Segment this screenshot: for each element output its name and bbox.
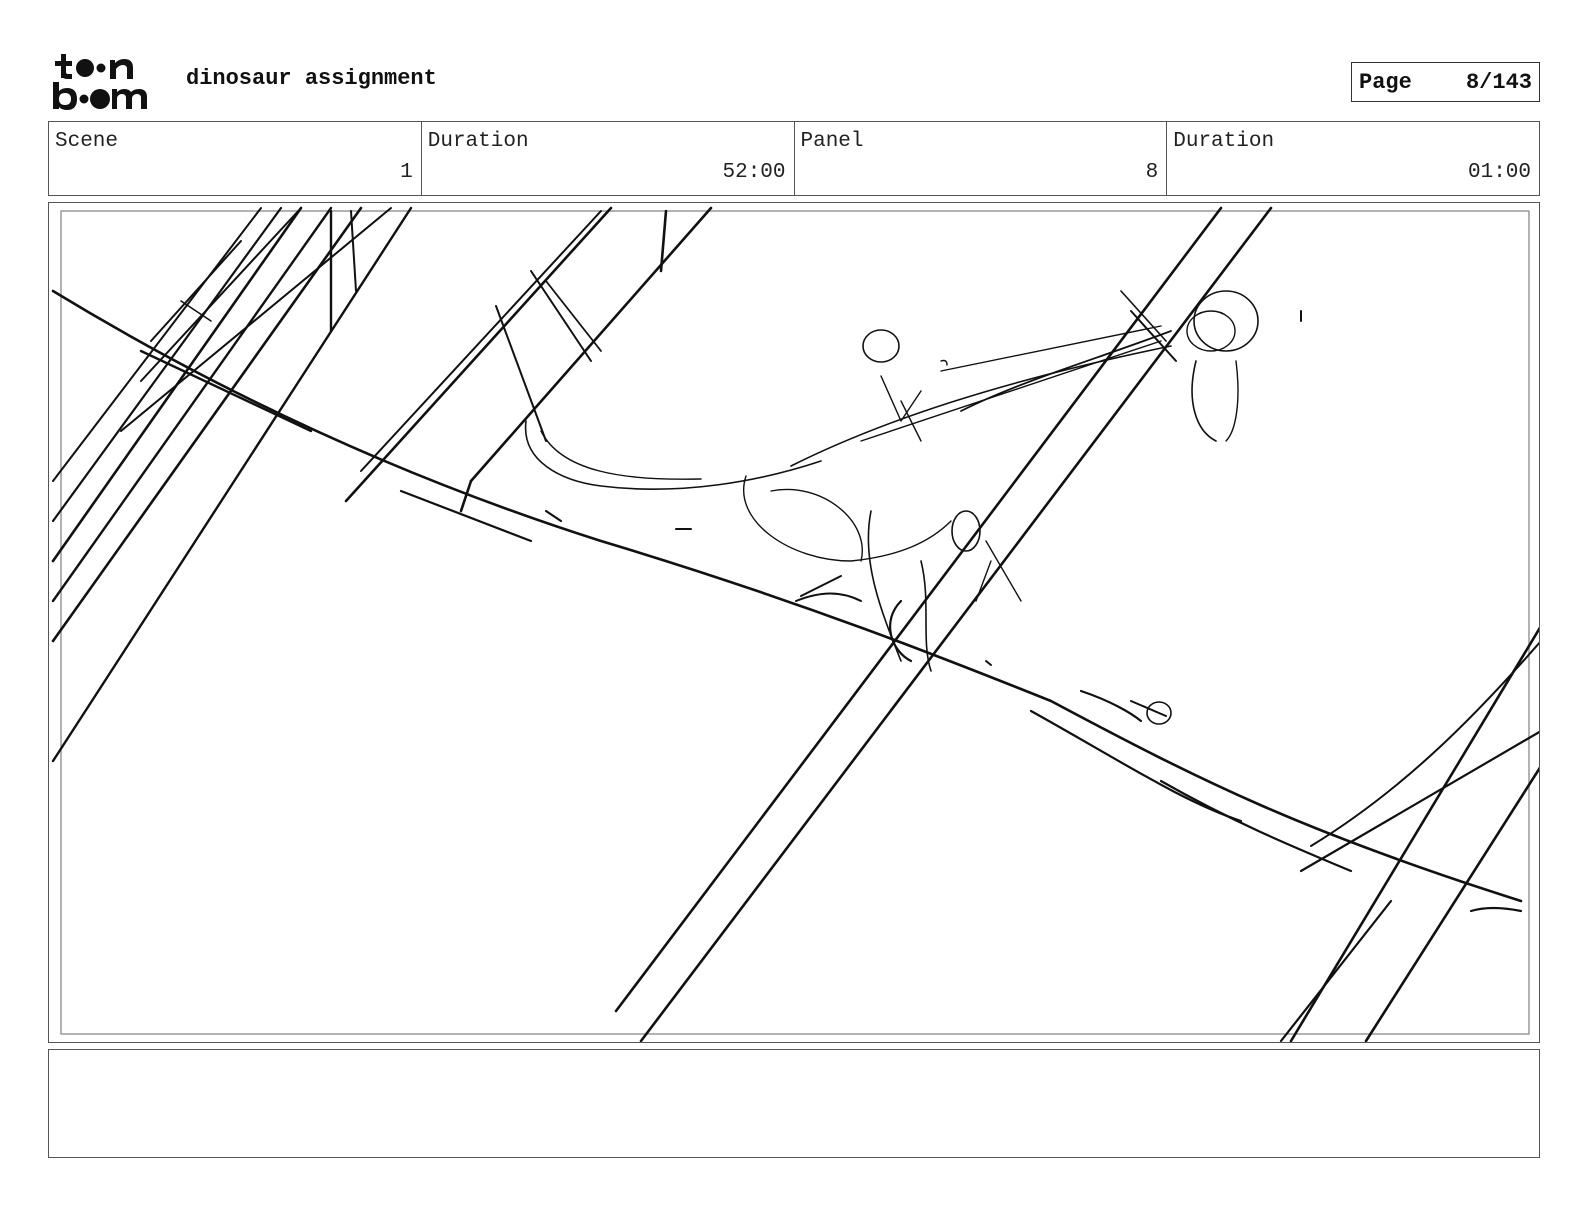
page-indicator: Page 8/143	[1351, 62, 1540, 102]
toon-boom-logo	[53, 54, 147, 110]
panel-notes-box	[48, 1049, 1540, 1158]
panel-duration-value: 01:00	[1467, 161, 1531, 184]
scene-value: 1	[400, 161, 413, 184]
scene-label: Scene	[55, 130, 119, 153]
scene-duration-value: 52:00	[722, 161, 786, 184]
panel-label: Panel	[800, 130, 864, 153]
scene-duration-cell: Duration 52:00	[422, 122, 795, 195]
scene-cell: Scene 1	[49, 122, 422, 195]
panel-info-table: Scene 1 Duration 52:00 Panel 8 Duration …	[48, 121, 1540, 196]
page-number: 8/143	[1465, 69, 1532, 95]
pencil-sketch-drawing	[51, 206, 1539, 1042]
panel-duration-cell: Duration 01:00	[1167, 122, 1539, 195]
panel-duration-label: Duration	[1173, 130, 1275, 153]
page-label: Page	[1359, 69, 1412, 95]
scene-duration-label: Duration	[427, 130, 529, 153]
panel-value: 8	[1145, 161, 1159, 184]
panel-cell: Panel 8	[795, 122, 1168, 195]
storyboard-panel	[48, 202, 1540, 1043]
project-title: dinosaur assignment	[186, 66, 437, 91]
